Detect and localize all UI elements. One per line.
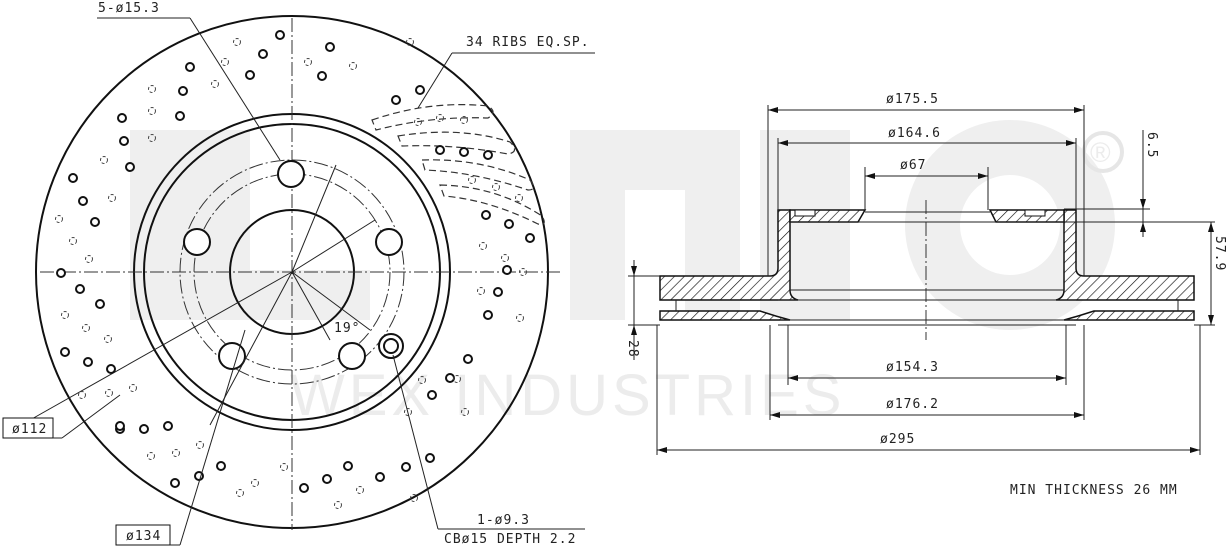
dim-hat-inner: ø164.6 <box>888 126 941 141</box>
bolt-hole-icon <box>183 228 211 256</box>
dimension-lines: ø175.5 ø164.6 ø67 6.5 57.9 28 ø1 <box>625 92 1227 453</box>
screw-hole-callout-1: 1-ø9.3 <box>477 513 530 528</box>
dim-hat-outer: ø175.5 <box>886 92 939 107</box>
watermark: ® WEX INDUSTRIES <box>130 120 1124 428</box>
bolt-hole-icon <box>218 342 246 370</box>
min-thickness-note: MIN THICKNESS 26 MM <box>1010 483 1178 498</box>
bolt-holes <box>183 160 404 370</box>
dim-center-bore: ø67 <box>900 158 926 173</box>
dim-outer-diameter: ø295 <box>880 432 915 447</box>
ribs-callout: 34 RIBS EQ.SP. <box>466 35 590 50</box>
screw-hole-callout-2: CBø15 DEPTH 2.2 <box>444 532 576 547</box>
bolt-hole-icon <box>375 228 403 256</box>
pcd-inner-callout: ø112 <box>12 422 47 437</box>
hidden-drilled-holes <box>55 38 527 509</box>
screw-hole-inner-icon <box>383 338 399 354</box>
registered-mark: ® <box>1090 137 1111 168</box>
dim-hat-thickness: 6.5 <box>1144 132 1159 158</box>
dim-friction-inner: ø176.2 <box>886 397 939 412</box>
pcd-outer-box <box>115 524 171 546</box>
bolt-holes-callout: 5-ø15.3 <box>98 1 160 16</box>
dim-disc-thickness: 28 <box>625 340 640 358</box>
section-view: ø175.5 ø164.6 ø67 6.5 57.9 28 ø1 <box>625 92 1227 498</box>
angle-label: 19° <box>334 321 360 336</box>
pcd-circle-inner <box>193 173 391 371</box>
pcd-inner-box <box>2 417 54 439</box>
watermark-company: WEX INDUSTRIES <box>290 363 846 428</box>
dim-inner-bore: ø154.3 <box>886 360 939 375</box>
rib-slots <box>371 104 545 225</box>
dim-total-height: 57.9 <box>1212 236 1227 271</box>
front-view: 5-ø15.3 34 RIBS EQ.SP. ø112 ø134 19° 1-ø… <box>2 1 595 547</box>
bolt-hole-icon <box>277 160 305 188</box>
pcd-outer-callout: ø134 <box>126 529 161 544</box>
cross-drilled-holes <box>56 30 535 493</box>
bolt-hole-icon <box>338 342 366 370</box>
